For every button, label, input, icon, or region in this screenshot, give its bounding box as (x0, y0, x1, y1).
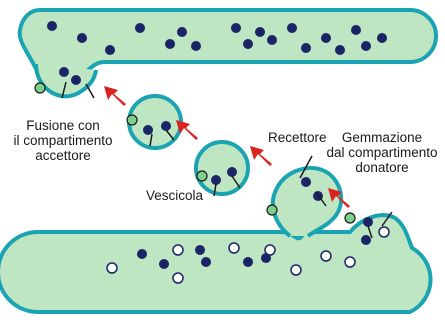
vesicle-label: Vescicola (146, 188, 203, 203)
budding-label: Gemmazione dal compartimento donatore (322, 130, 442, 175)
donor-compartment (0, 215, 431, 312)
fusion-label-line3: accettore (8, 148, 118, 163)
vesicle-lower (196, 142, 248, 194)
budding-label-line3: donatore (322, 160, 442, 175)
fusion-label-line2: il compartimento (8, 133, 118, 148)
receptor-label: Recettore (268, 130, 327, 145)
fusion-label: Fusione con il compartimento accettore (8, 118, 118, 163)
fusion-label-line1: Fusione con (8, 118, 118, 133)
budding-label-line2: dal compartimento (322, 145, 442, 160)
budding-label-line1: Gemmazione (322, 130, 442, 145)
